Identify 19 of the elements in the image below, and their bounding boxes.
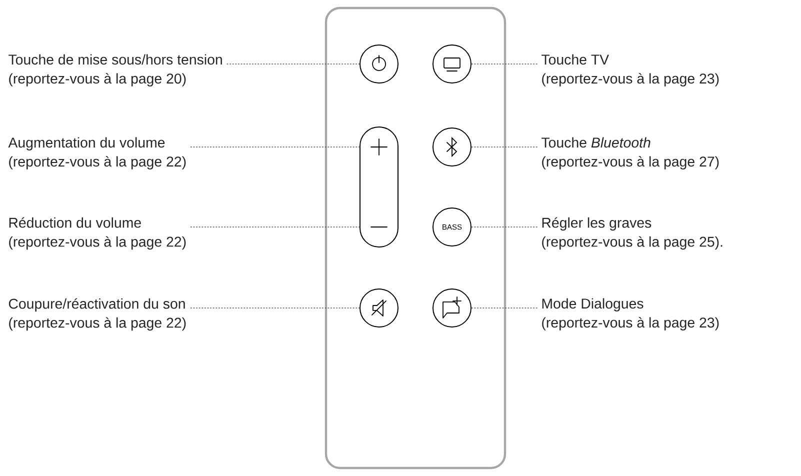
callout-text: Réduction du volume (reportez-vous à la page 22) [9,217,186,250]
callout-text: Coupure/réactivation du son (reportez-vous à la page 22) [8,298,186,331]
round-button [360,44,398,84]
round-button [360,288,398,328]
callout-text: Touche Bluetooth (reportez-vous à la page 27) [542,137,719,170]
leader-line [190,146,360,148]
volume-up-button [360,126,398,188]
callout-text: Augmentation du volume (reportez-vous à la page 22) [8,137,186,170]
round-button [432,128,472,166]
callout-text: Mode Dialogues (reportez-vous à la page 23) [542,298,719,330]
round-button [432,288,472,328]
callout-text: Touche de mise sous/hors tension (reportez-vous à la page 20) [8,54,222,86]
leader-line [471,226,538,228]
leader-line [471,146,538,148]
round-button [432,44,472,84]
volume-down-button [360,186,398,248]
callout-text: Touche TV (reportez-vous à la page 23) [542,54,719,86]
callout-text: Régler les graves (reportez-vous à la page 25). [542,217,722,250]
leader-line [190,226,360,228]
